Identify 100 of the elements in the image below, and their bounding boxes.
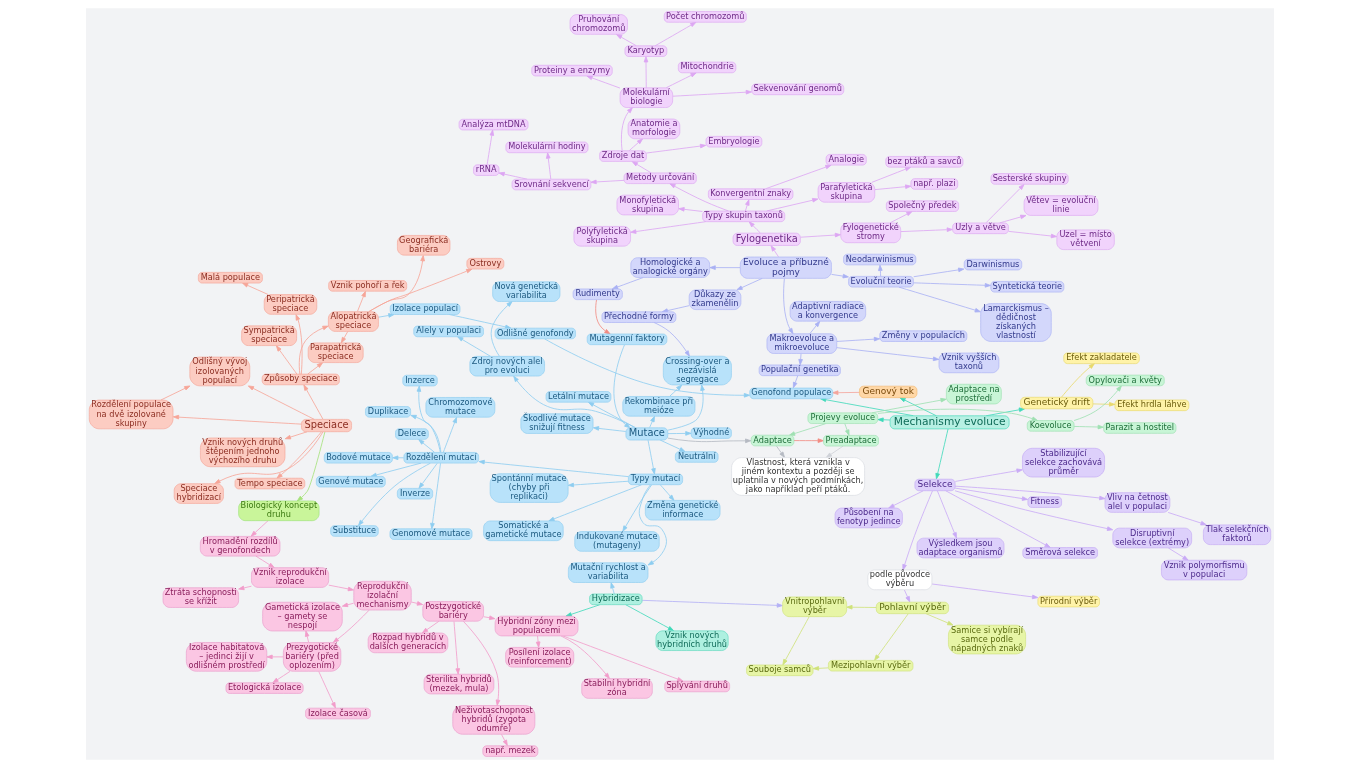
arrow — [789, 423, 827, 436]
arrow — [544, 338, 751, 398]
arrow — [792, 375, 799, 389]
node-box: Polyfyletická skupina — [573, 226, 631, 247]
arrow — [1008, 230, 1058, 239]
arrow — [453, 621, 460, 675]
arrow — [613, 344, 631, 429]
node-box: Fylogenetika — [732, 232, 801, 246]
arrow — [900, 227, 953, 232]
node-box: Škodlivé mutace snižují fitness — [520, 413, 594, 434]
arrow — [272, 671, 291, 684]
node-box: Vnitropohlavní výběr — [782, 596, 847, 617]
arrow — [304, 630, 310, 643]
node-box: Uzel = místo větvení — [1056, 229, 1115, 250]
arrow — [546, 152, 552, 180]
arrow — [936, 490, 957, 539]
arrow — [898, 286, 981, 313]
node-box: Změna genetické informace — [645, 500, 721, 521]
arrow — [478, 459, 629, 478]
arrow — [667, 431, 692, 436]
node-box: Sympatrická speciace — [241, 325, 297, 346]
arrow — [659, 439, 686, 452]
node-box: Preadaptace — [823, 435, 879, 447]
node-box: Rozpad hybridů v dalších generacích — [367, 632, 449, 654]
node-box: Odlišné genofondy — [494, 327, 576, 340]
node-box: Postzygotické bariéry — [422, 601, 484, 622]
arrow — [954, 485, 1106, 501]
node-box: rRNA — [473, 164, 500, 176]
node-box: Větev = evoluční linie — [1023, 195, 1099, 216]
arrow — [442, 416, 457, 453]
node-box: Rekombinace při meióze — [622, 396, 696, 417]
arrow — [1092, 402, 1116, 407]
arrow — [913, 282, 991, 288]
arrow — [643, 56, 649, 89]
arrow — [812, 666, 829, 671]
arrow — [625, 604, 674, 632]
node-box: Ztráta schopnosti se křížit — [162, 587, 239, 608]
arrow — [878, 264, 883, 277]
arrow — [836, 336, 881, 342]
arrow — [667, 437, 752, 444]
node-box: např. plazi — [910, 178, 959, 190]
node-box: Zdroje dat — [599, 150, 647, 162]
node-box: Analogie — [825, 154, 867, 166]
node-box: Adaptivní radiace a konvergence — [789, 301, 866, 322]
node-box: Výhodné — [690, 427, 732, 439]
node-box: Vznik vyšších taxonů — [938, 352, 1000, 374]
node-box: Rudimenty — [572, 288, 623, 300]
node-box: Opylovači a květy — [1085, 374, 1165, 387]
node-box: Genový tok — [859, 385, 918, 398]
arrow — [836, 347, 940, 362]
node-box: Syntetická teorie — [990, 281, 1065, 293]
node-box: Darwinismus — [963, 258, 1023, 271]
arrow — [513, 375, 636, 429]
node-box: Mechanismy evoluce — [889, 415, 1010, 430]
arrow — [831, 273, 849, 279]
node-box: Adaptace na prostředí — [946, 383, 1002, 405]
node-box: Adaptace — [750, 434, 795, 447]
node-box: Sekvenování genomů — [751, 83, 845, 95]
node-box: Genové mutace — [316, 476, 386, 488]
arrow — [621, 107, 633, 152]
arrow — [1073, 385, 1122, 421]
arrow — [874, 613, 909, 661]
node-box: Anatomie a morfologie — [627, 118, 681, 140]
arrow — [782, 616, 810, 666]
node-box: Změny v populacích — [879, 330, 968, 342]
node-box: Mitochondrie — [678, 61, 737, 74]
arrow — [483, 615, 496, 620]
node-box: Fitness — [1027, 496, 1062, 508]
node-box: podle původce výběru — [867, 569, 933, 591]
arrow — [357, 290, 366, 312]
arrow — [669, 183, 729, 212]
node-box: Mutace — [625, 427, 669, 441]
node-box: Monofyletická skupina — [616, 194, 679, 216]
node-box: Alely v populaci — [413, 325, 484, 338]
node-box: Izolace populací — [389, 303, 461, 315]
arrow — [255, 555, 275, 568]
node-box: Typy skupin taxonů — [702, 210, 786, 222]
node-box: Spontánní mutace (chyby při replikaci) — [489, 473, 569, 503]
arrow — [486, 129, 495, 165]
arrow — [172, 414, 302, 425]
node-box: Hybridizace — [589, 593, 643, 605]
node-box: Gametická izolace – gamety se nespojí — [262, 601, 343, 632]
node-box: Přírodní výběr — [1037, 595, 1100, 608]
node-box: Vliv na četnost alel v populaci — [1104, 492, 1171, 513]
node-box: Reprodukční izolační mechanismy — [353, 580, 412, 611]
node-box: Hybridní zóny mezi populacemi — [494, 615, 579, 637]
node-box: Konvergentní znaky — [708, 188, 794, 200]
arrow — [341, 602, 355, 608]
arrow — [647, 439, 656, 475]
node-box: Společný předek — [886, 200, 959, 212]
node-box: Embryologie — [705, 136, 763, 148]
node-box: Neživotaschopnost hybridů (zygota odumře) — [452, 705, 536, 735]
arrow — [1167, 512, 1207, 526]
node-box: Etologická izolace — [225, 682, 304, 694]
node-box: Parafyletická skupina — [817, 182, 876, 203]
arrow — [913, 267, 965, 278]
node-box: Srovnání sekvencí — [511, 178, 592, 191]
node-box: Vznik polymorfismu v populaci — [1161, 559, 1248, 581]
arrow — [765, 164, 832, 190]
arrow — [654, 21, 697, 47]
